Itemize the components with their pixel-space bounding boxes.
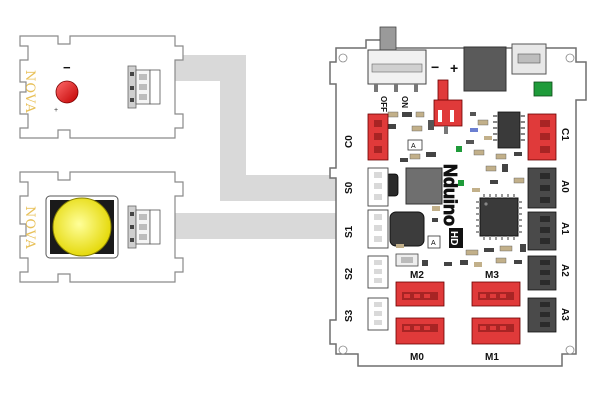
- port-m1-label: M1: [485, 352, 499, 363]
- button-module: NOVA: [19, 171, 184, 283]
- usb-port[interactable]: [511, 43, 547, 75]
- port-m2[interactable]: [395, 281, 445, 307]
- port-c0-label: C0: [344, 135, 355, 148]
- port-a1-label: A1: [559, 222, 570, 235]
- port-a0-label: A0: [559, 180, 570, 193]
- chip-a-bottom-label: A: [431, 240, 436, 247]
- port-s0[interactable]: [367, 167, 389, 207]
- cable-led-to-s0: [160, 55, 372, 201]
- green-inductor: [533, 81, 553, 97]
- regulator-block: [405, 167, 443, 205]
- switch-off-label: OFF: [379, 96, 388, 112]
- port-s1[interactable]: [367, 209, 389, 249]
- port-m2-label: M2: [410, 270, 424, 281]
- port-c1[interactable]: [527, 113, 557, 161]
- port-a2-label: A2: [559, 264, 570, 277]
- led-plus-label: +: [54, 107, 58, 114]
- port-c0[interactable]: [367, 113, 389, 161]
- hd-badge-bg: [449, 228, 463, 248]
- yellow-push-button[interactable]: [52, 197, 112, 257]
- chip-a-top-label: A: [411, 143, 416, 150]
- led-module-brand: NOVA: [22, 70, 37, 114]
- port-s0-label: S0: [344, 181, 355, 194]
- port-m3[interactable]: [471, 281, 521, 307]
- led-module-connector: [127, 65, 161, 109]
- smd-components: [370, 111, 526, 267]
- port-a0[interactable]: [527, 167, 557, 209]
- port-s2-label: S2: [344, 267, 355, 280]
- port-m1[interactable]: [471, 317, 521, 345]
- led-minus-label: −: [63, 60, 71, 75]
- port-a3[interactable]: [527, 297, 557, 333]
- port-s3[interactable]: [367, 297, 389, 331]
- battery-minus-label: −: [431, 59, 439, 75]
- led-module-board: [19, 35, 184, 139]
- chip-a-top: [407, 139, 423, 151]
- port-s1-label: S1: [344, 225, 355, 238]
- power-switch[interactable]: [367, 26, 427, 92]
- port-m3-label: M3: [485, 270, 499, 281]
- port-m0-label: M0: [410, 352, 424, 363]
- battery-plus-label: +: [450, 60, 458, 76]
- round-inductor: [389, 211, 425, 247]
- port-m0[interactable]: [395, 317, 445, 345]
- port-s2[interactable]: [367, 255, 389, 289]
- battery-terminal[interactable]: [433, 79, 463, 134]
- led-red-icon: [55, 80, 79, 104]
- microcontroller-chip: [476, 194, 522, 240]
- port-a1[interactable]: [527, 211, 557, 251]
- nduino-logo: Nduino: [440, 164, 460, 226]
- chip-a-bottom: [427, 235, 441, 249]
- switch-on-label: ON: [400, 96, 409, 108]
- button-module-brand: NOVA: [22, 206, 37, 250]
- hd-badge: HD: [448, 231, 459, 245]
- nduino-board: OFF ON − +: [329, 26, 587, 367]
- led-module: NOVA − +: [19, 35, 184, 139]
- port-a3-label: A3: [559, 308, 570, 321]
- dc-jack: [463, 46, 507, 92]
- port-c1-label: C1: [559, 128, 570, 141]
- ic-chip: [493, 111, 525, 149]
- button-module-connector: [127, 205, 161, 249]
- port-a2[interactable]: [527, 255, 557, 291]
- port-s3-label: S3: [344, 309, 355, 322]
